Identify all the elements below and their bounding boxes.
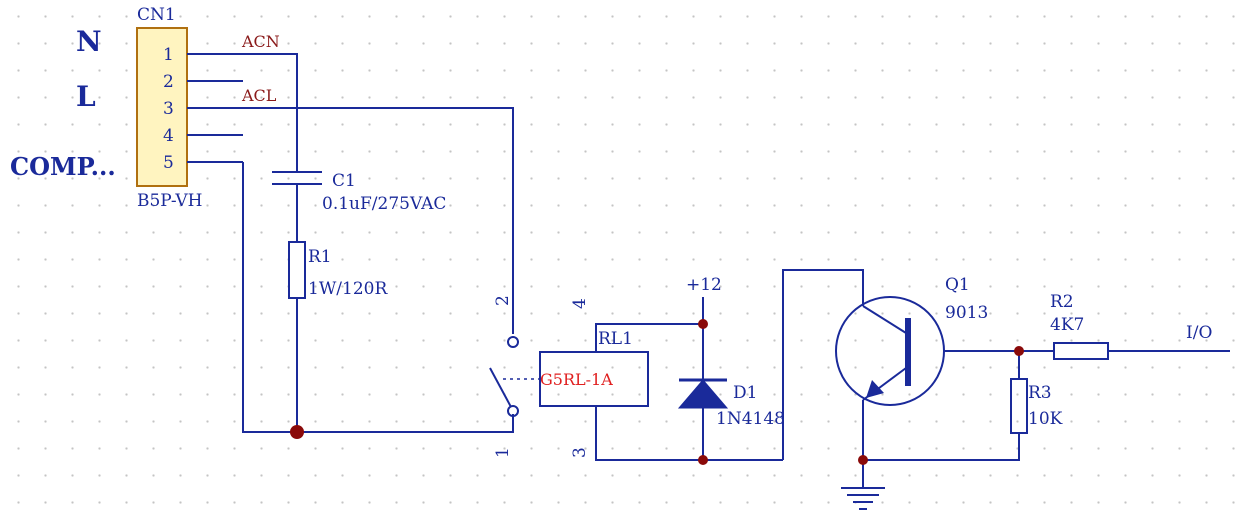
relay-value: G5RL-1A [540,370,613,389]
relay-pin-3-label: 3 [570,447,590,458]
q1-value: 9013 [945,303,988,323]
q1-body [835,296,945,406]
connector-pin-1: 1 [163,45,174,65]
junction-base [1014,346,1024,356]
q1-ref: Q1 [945,275,970,295]
label-comp: COMP... [10,152,116,181]
relay-pin-4-label: 4 [570,298,590,309]
r3-value: 10K [1028,409,1063,429]
resistor-r2: R2 4K7 [1050,292,1109,360]
relay-coil [539,351,649,407]
net-label-io: I/O [1186,323,1212,343]
r1-value: 1W/120R [308,279,388,299]
r1-ref: R1 [308,247,332,267]
junction-r1-comp [290,425,304,439]
relay-contact-bottom [507,405,519,417]
connector-ref: CN1 [137,5,176,25]
net-label-acl: ACL [241,86,277,105]
relay-contact-top [507,336,519,348]
connector-pin-3: 3 [163,99,174,119]
d1-value: 1N4148 [716,409,785,429]
r2-value: 4K7 [1050,315,1084,335]
junction-emitter [858,455,868,465]
q1-collector-lead [862,305,907,334]
ground-symbol [841,487,885,510]
c1-value: 0.1uF/275VAC [322,194,446,214]
connector-value: B5P-VH [137,191,202,211]
r2-body [1053,342,1109,360]
wire-comp-to-relay-pin1 [242,162,514,433]
connector-cn1: CN1 B5P-VH 1 2 3 4 5 [136,5,243,211]
relay-ref: RL1 [598,329,633,349]
wire-coil-top [595,323,703,352]
r3-ref: R3 [1028,383,1052,403]
relay-rl1: 2 1 4 3 RL1 G5RL-1A [489,295,783,461]
r1-body [288,241,306,299]
wire-acn-to-c1 [243,53,298,172]
r3-body [1010,378,1028,434]
relay-switch-arm [489,367,512,408]
net-label-acn: ACN [241,32,280,51]
c1-ref: C1 [332,171,356,191]
capacitor-c1: C1 0.1uF/275VAC [272,171,446,214]
resistor-r3: R3 10K [1010,378,1063,434]
junction-d1-bottom [698,455,708,465]
relay-pin-1-label: 1 [493,447,513,458]
net-label-vcc: +12 [686,275,722,295]
diode-d1: D1 1N4148 [677,378,785,429]
connector-body [136,27,188,187]
junction-vcc [698,319,708,329]
wire-acl-to-relay-pin2 [243,107,514,334]
d1-ref: D1 [733,383,757,403]
r2-ref: R2 [1050,292,1074,312]
transistor-q1: Q1 9013 [835,275,988,406]
label-n: N [76,25,102,58]
connector-pin-5: 5 [163,153,174,173]
wire-emitter-to-r3 [863,433,1020,461]
relay-pin-2-label: 2 [493,295,513,306]
d1-triangle [677,379,729,409]
label-l: L [76,80,96,113]
resistor-r1: R1 1W/120R [288,241,388,299]
wire-coil-bottom [595,406,783,461]
connector-pin-2: 2 [163,72,174,92]
q1-emitter-arrow [866,380,884,398]
wire-collector [782,269,864,460]
connector-pin-4: 4 [163,126,174,146]
